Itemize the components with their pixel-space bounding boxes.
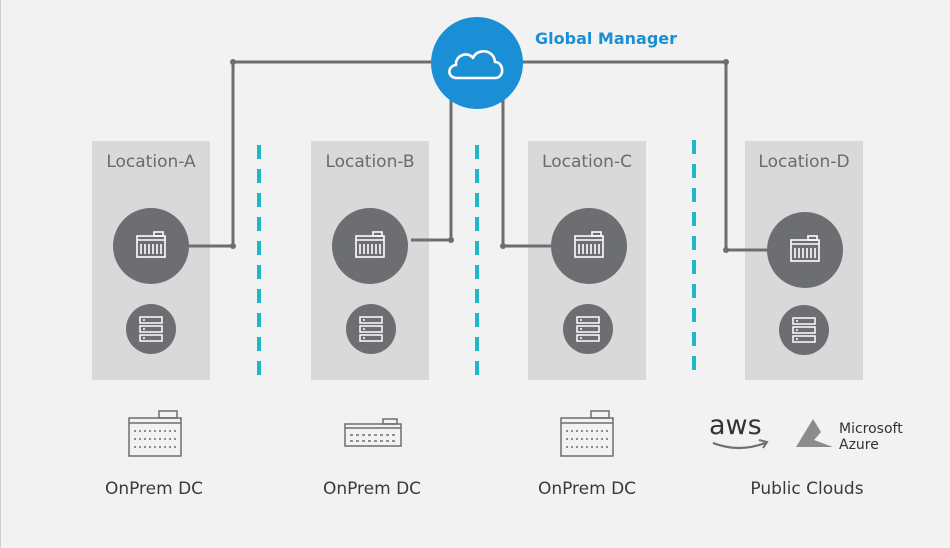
- global-manager-circle: [431, 17, 523, 109]
- location-c-label: Location-C: [542, 152, 632, 172]
- datacenter-icon: [790, 235, 820, 262]
- global-manager-label: Global Manager: [535, 29, 677, 48]
- location-a-manager-node: [113, 208, 189, 284]
- server-rack-icon: [576, 316, 600, 342]
- server-rack-icon: [359, 316, 383, 342]
- server-rack-icon: [139, 316, 163, 342]
- location-a-label: Location-A: [106, 152, 196, 172]
- datacenter-icon: [574, 231, 604, 258]
- azure-logo-line1: Microsoft: [839, 421, 903, 437]
- building-icon-b: [344, 418, 402, 447]
- datacenter-icon: [355, 231, 385, 258]
- global-manager-node: Global Manager: [431, 17, 677, 109]
- azure-logo-line2: Azure: [839, 437, 879, 453]
- dividers: [257, 140, 696, 380]
- location-c-manager-node: [551, 208, 627, 284]
- location-b-label: Location-B: [325, 152, 414, 172]
- bottom-label-d: Public Clouds: [750, 479, 863, 499]
- server-rack-icon: [792, 317, 816, 343]
- building-icon-a: [128, 410, 182, 457]
- bottom-label-c: OnPrem DC: [538, 479, 636, 499]
- building-icon-c: [560, 410, 614, 457]
- location-b-edge-node: [346, 304, 396, 354]
- location-b-manager-node: [332, 208, 408, 284]
- aws-logo: aws: [709, 410, 769, 450]
- azure-logo: Microsoft Azure: [796, 419, 903, 453]
- aws-logo-text: aws: [709, 410, 762, 441]
- location-d-edge-node: [779, 305, 829, 355]
- location-c-edge-node: [563, 304, 613, 354]
- bottom-label-b: OnPrem DC: [323, 479, 421, 499]
- cloud-icon: [448, 50, 504, 80]
- location-d-manager-node: [767, 212, 843, 288]
- azure-icon: [796, 419, 833, 447]
- bottom-label-a: OnPrem DC: [105, 479, 203, 499]
- datacenter-icon: [136, 231, 166, 258]
- location-a-edge-node: [126, 304, 176, 354]
- location-d-label: Location-D: [758, 152, 849, 172]
